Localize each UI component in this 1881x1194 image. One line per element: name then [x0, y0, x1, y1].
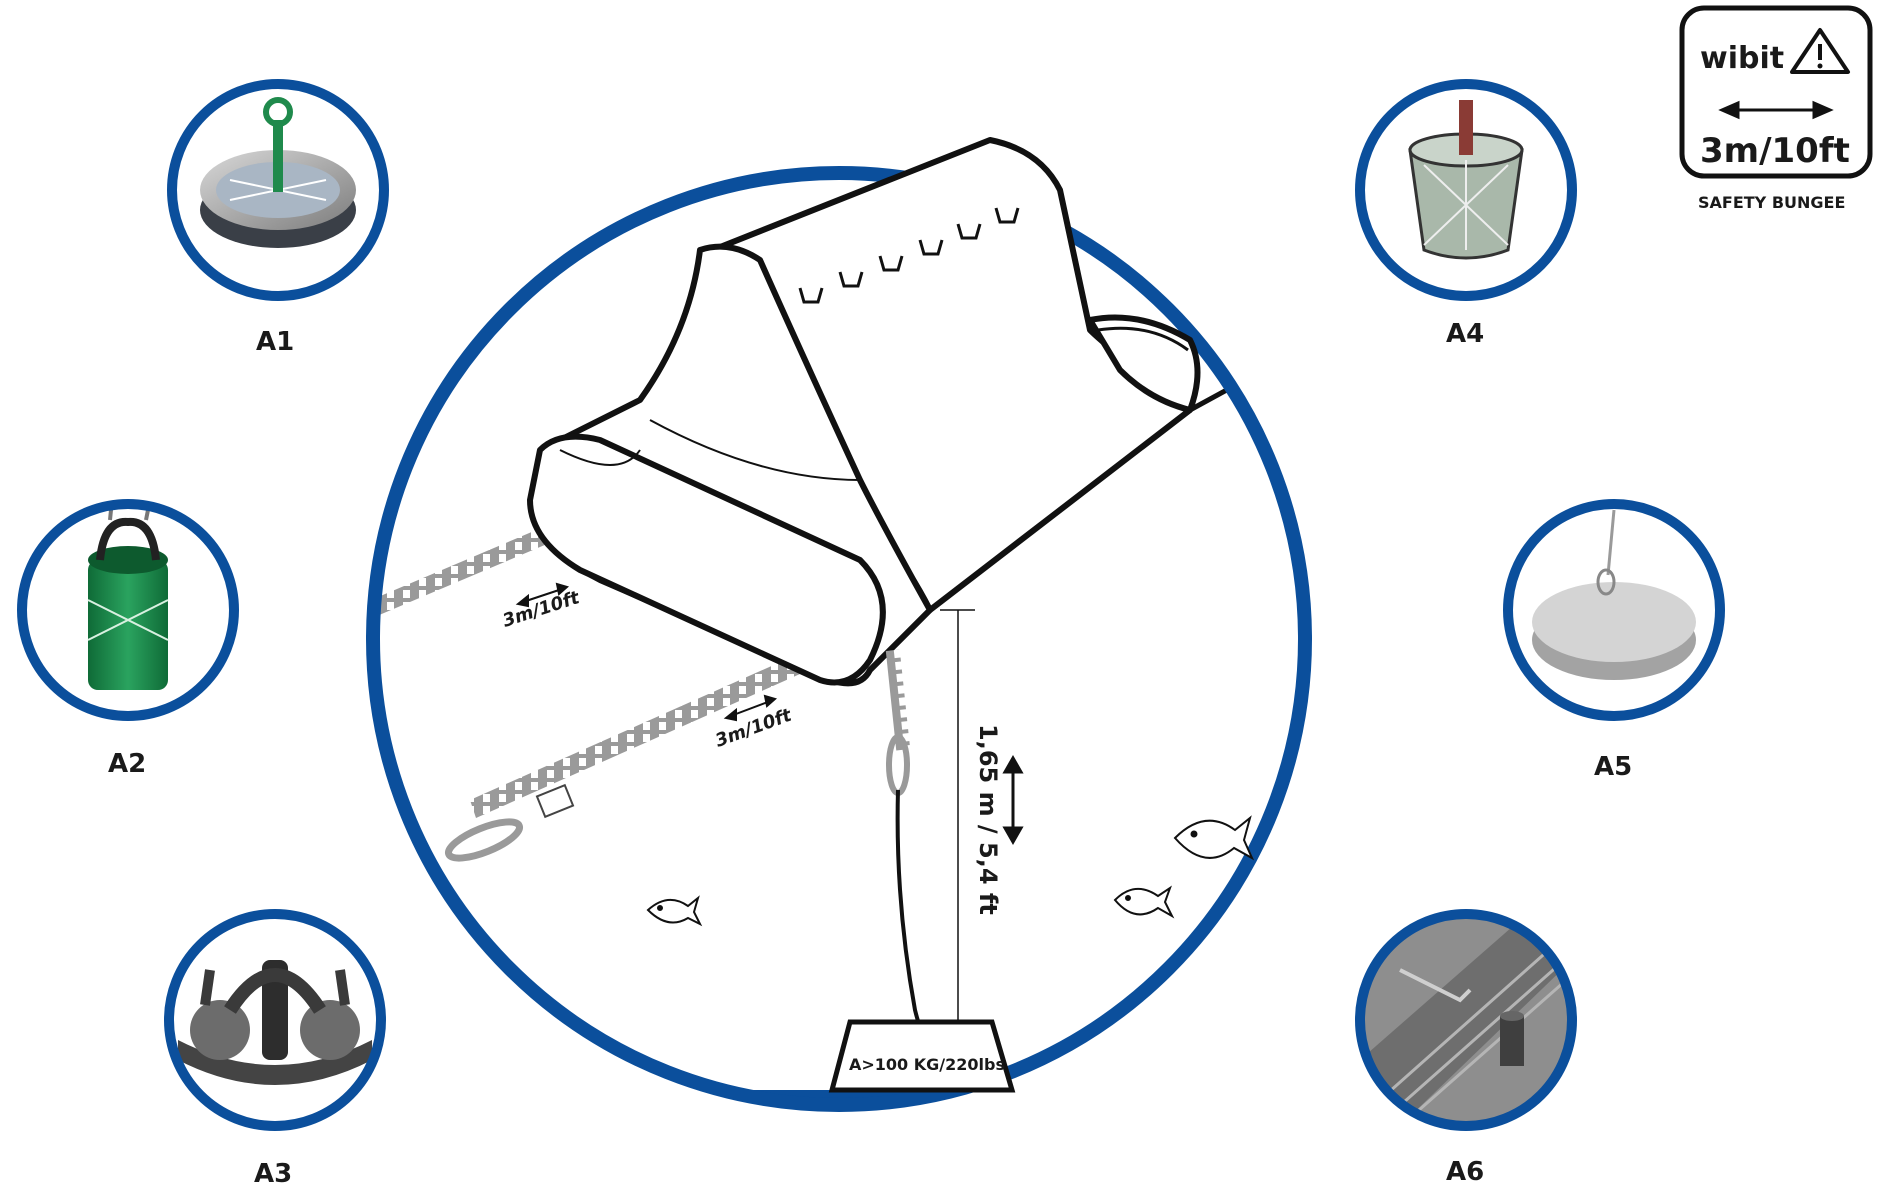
- carabiner-icon: [444, 783, 575, 862]
- anchor-label: A5: [1594, 752, 1632, 782]
- double-arrow-icon: [1718, 100, 1834, 120]
- fish-icon: [1113, 885, 1175, 919]
- anchor-weight: A>100 KG/220lbs: [828, 1019, 1016, 1093]
- fish-icon: [646, 895, 703, 927]
- anchor-option-a1: A1: [167, 79, 389, 357]
- bungee-rope-lower: [470, 640, 836, 818]
- mushroom-anchor-icon: [178, 960, 372, 1085]
- weight-label: A>100 KG/220lbs: [849, 1055, 1005, 1074]
- bucket-anchor-icon: [1408, 100, 1524, 260]
- anchor-option-a3: A3: [164, 909, 386, 1189]
- depth-label: 1,65 m / 5,4 ft: [974, 724, 1002, 915]
- depth-arrow-icon: [1002, 754, 1024, 846]
- anchor-rope: [885, 649, 927, 1041]
- anchor-label: A3: [254, 1159, 292, 1189]
- sandbag-anchor-icon: [87, 504, 169, 690]
- anchor-option-a4: A4: [1355, 79, 1577, 349]
- safety-bungee-badge: wibit 3m/10ft SAFETY BUNGEE: [1679, 5, 1873, 212]
- anchor-label: A6: [1446, 1157, 1484, 1187]
- badge-caption: SAFETY BUNGEE: [1698, 193, 1845, 212]
- bungee-rope-upper: [373, 520, 566, 646]
- anchor-option-a6: A6: [1355, 909, 1577, 1187]
- rope-length-arrow-icon: [723, 694, 778, 722]
- anchor-label: A2: [108, 749, 146, 779]
- rope-label-upper: 3m/10ft: [500, 587, 583, 632]
- brand-logo: wibit: [1700, 41, 1784, 76]
- pier-hook-anchor-icon: [1360, 914, 1572, 1126]
- screw-anchor-icon: [200, 97, 356, 248]
- rope-length-arrow-icon: [515, 582, 570, 608]
- anchor-option-a2: A2: [17, 499, 239, 779]
- warning-icon: [1790, 28, 1850, 74]
- rope-label-lower: 3m/10ft: [713, 704, 796, 751]
- module-handles: [798, 207, 1020, 304]
- anchor-label: A4: [1446, 319, 1484, 349]
- anchor-option-a5: A5: [1503, 499, 1725, 782]
- fish-icon: [1173, 815, 1255, 861]
- anchor-label: A1: [256, 327, 294, 357]
- main-diagram-circle: [366, 166, 1312, 1112]
- bungee-length: 3m/10ft: [1700, 131, 1850, 171]
- inflatable-module: [527, 137, 1201, 687]
- disc-anchor-icon: [1532, 509, 1696, 680]
